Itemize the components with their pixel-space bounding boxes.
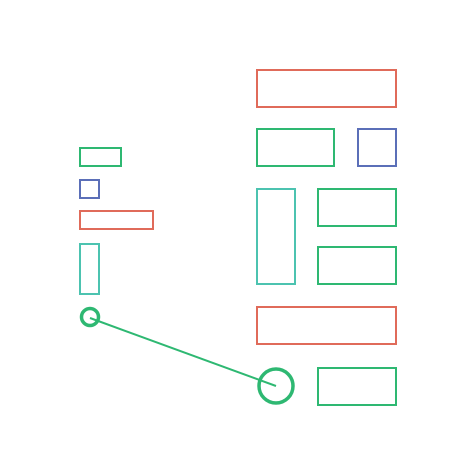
legend-green-circle [79, 306, 101, 328]
block-teal-tall [256, 188, 296, 285]
legend-green-bar [79, 147, 122, 167]
block-green-row2 [256, 128, 335, 167]
block-green-row3b [317, 246, 397, 285]
connector-line [89, 317, 277, 387]
block-green-row5 [317, 367, 397, 406]
block-green-circle-large [257, 367, 295, 405]
legend-teal-column [79, 243, 100, 295]
block-blue-row2 [357, 128, 397, 167]
legend-red-bar [79, 210, 154, 230]
block-red-top [256, 69, 397, 108]
block-green-row3a [317, 188, 397, 227]
legend-blue-square [79, 179, 100, 199]
block-red-row4 [256, 306, 397, 345]
